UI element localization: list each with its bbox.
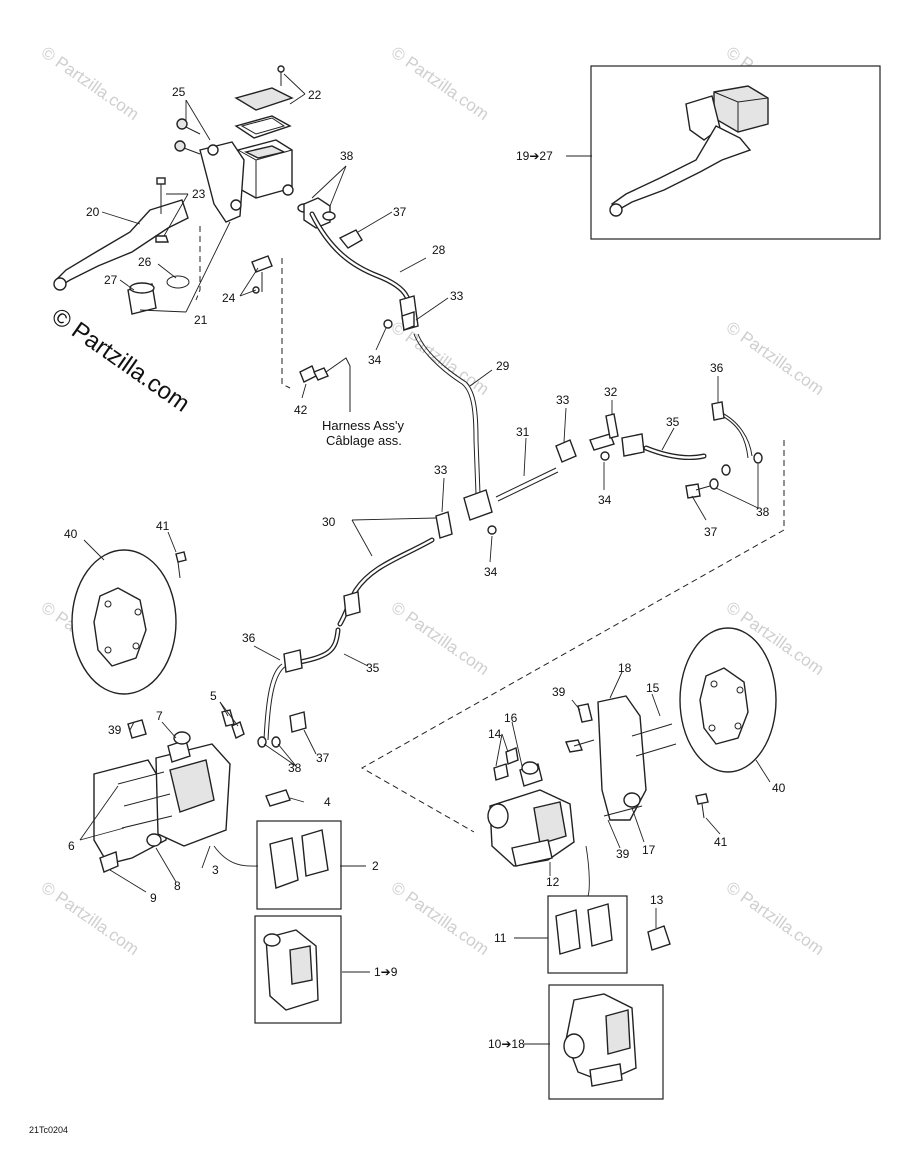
callout-34: 34 — [368, 353, 382, 367]
callout-37: 37 — [704, 525, 718, 539]
callout-20: 20 — [86, 205, 100, 219]
callout-38: 38 — [756, 505, 770, 519]
callout-2: 2 — [372, 859, 379, 873]
harness-label-fr: Câblage ass. — [326, 433, 402, 448]
callout-21: 21 — [194, 313, 208, 327]
leader-lines — [79, 73, 771, 1045]
callout-22: 22 — [308, 88, 322, 102]
brake-hoses — [263, 211, 753, 741]
callout-19-27: 19➔27 — [516, 149, 553, 163]
watermark: © Partzilla.com — [388, 598, 493, 679]
right-brake-disc — [679, 627, 777, 819]
callout-41: 41 — [714, 835, 728, 849]
right-caliper — [487, 695, 677, 951]
callout-39: 39 — [108, 723, 122, 737]
watermark: © Partzilla.com — [38, 43, 143, 124]
callout-1-9: 1➔9 — [374, 965, 398, 979]
callout-30: 30 — [322, 515, 336, 529]
junction-blocks — [257, 295, 763, 748]
inset-left-pads — [256, 820, 342, 910]
callout-3: 3 — [212, 863, 219, 877]
callout-12: 12 — [546, 875, 560, 889]
callout-14: 14 — [488, 727, 502, 741]
callout-26: 26 — [138, 255, 152, 269]
reservoir-cover — [234, 87, 294, 111]
callout-11: 11 — [494, 931, 507, 945]
callout-13: 13 — [650, 893, 664, 907]
left-brake-disc — [71, 549, 187, 695]
brake-lever — [55, 199, 189, 287]
callout-29: 29 — [496, 359, 510, 373]
callout-36: 36 — [242, 631, 256, 645]
callout-5: 5 — [210, 689, 217, 703]
watermark: © Partzilla.com — [388, 43, 493, 124]
callout-labels: 25 22 38 37 23 20 26 27 24 21 28 33 34 2… — [64, 85, 786, 1051]
watermark: © Partzilla.com — [388, 878, 493, 959]
callout-35: 35 — [666, 415, 680, 429]
callout-33: 33 — [434, 463, 448, 477]
harness-label-en: Harness Ass'y — [322, 418, 404, 433]
callout-27: 27 — [104, 273, 118, 287]
callout-32: 32 — [604, 385, 618, 399]
watermark: © Partzilla.com — [38, 878, 143, 959]
callout-7: 7 — [156, 709, 163, 723]
partzilla-brand: © Partzilla.com — [47, 303, 195, 418]
callout-40: 40 — [64, 527, 78, 541]
diagram-code: 21Tc0204 — [29, 1125, 68, 1135]
callout-18: 18 — [618, 661, 632, 675]
callout-6: 6 — [68, 839, 75, 853]
watermark: © Partzilla.com — [723, 318, 828, 399]
callout-37: 37 — [393, 205, 407, 219]
callout-34: 34 — [484, 565, 498, 579]
callout-28: 28 — [432, 243, 446, 257]
callout-41: 41 — [156, 519, 170, 533]
callout-17: 17 — [642, 843, 656, 857]
callout-33: 33 — [556, 393, 570, 407]
callout-8: 8 — [174, 879, 181, 893]
watermark: © Partzilla.com — [723, 878, 828, 959]
callout-39: 39 — [616, 847, 630, 861]
callout-23: 23 — [192, 187, 206, 201]
callout-24: 24 — [222, 291, 236, 305]
callout-15: 15 — [646, 681, 660, 695]
callout-40: 40 — [772, 781, 786, 795]
left-caliper — [93, 709, 291, 873]
callout-39: 39 — [552, 685, 566, 699]
callout-31: 31 — [516, 425, 530, 439]
callout-42: 42 — [294, 403, 308, 417]
callout-33: 33 — [450, 289, 464, 303]
callout-37: 37 — [316, 751, 330, 765]
callout-16: 16 — [504, 711, 518, 725]
inset-lever-drawing — [609, 85, 769, 217]
callout-36: 36 — [710, 361, 724, 375]
callout-25: 25 — [172, 85, 186, 99]
callout-9: 9 — [150, 891, 157, 905]
callout-10-18: 10➔18 — [488, 1037, 525, 1051]
callout-4: 4 — [324, 795, 331, 809]
callout-38: 38 — [288, 761, 302, 775]
callout-34: 34 — [598, 493, 612, 507]
callout-38: 38 — [340, 149, 354, 163]
master-cylinder-assembly — [53, 65, 363, 412]
callout-35: 35 — [366, 661, 380, 675]
